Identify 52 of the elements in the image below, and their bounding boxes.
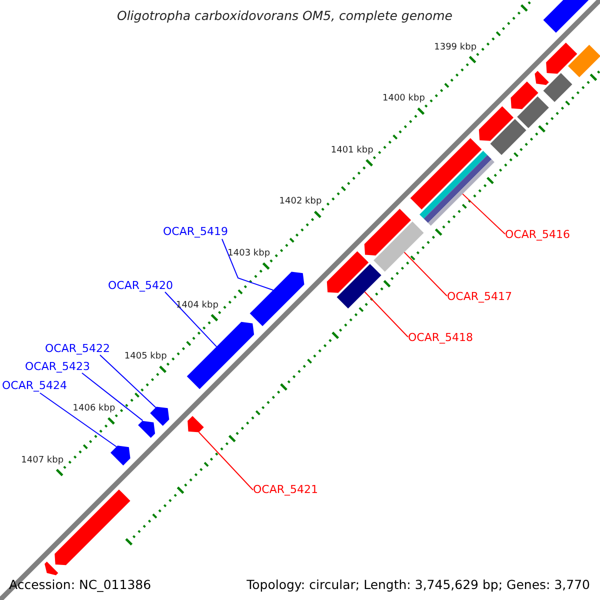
gene-block (490, 118, 526, 156)
leader-line (100, 354, 156, 408)
gene-block (188, 416, 204, 432)
gene-block (250, 272, 304, 326)
footer-text: Topology: circular; Length: 3,745,629 bp; Genes: 3,770 (246, 578, 590, 592)
gene-block (517, 96, 549, 128)
gene-label: OCAR_5416 (505, 229, 570, 242)
gene-block (186, 322, 254, 390)
gene-label: OCAR_5422 (45, 343, 110, 356)
gene-block (543, 73, 572, 102)
gene-block (110, 446, 130, 466)
gene-block (44, 562, 58, 576)
gene-block (150, 406, 170, 426)
gene-block (534, 70, 549, 86)
gene-label: OCAR_5420 (108, 280, 174, 293)
gene-block (374, 222, 424, 272)
title: Oligotropha carboxidovorans OM5, complete genome (117, 9, 452, 24)
footer-text: Accession: NC_011386 (9, 578, 152, 592)
leader-line (82, 372, 144, 422)
gene-block (336, 264, 382, 308)
gene-block (568, 44, 600, 78)
scale-label: 1403 kbp (228, 248, 270, 260)
gene-block (478, 106, 514, 141)
leader-line (198, 432, 254, 490)
scale-label: 1401 kbp (330, 145, 374, 156)
scale-label: 1406 kbp (72, 404, 116, 414)
scale-label: 1407 kbp (21, 455, 64, 466)
gene-label: OCAR_5419 (163, 226, 228, 239)
scale-label: 1404 kbp (176, 300, 218, 311)
gene-block (364, 208, 412, 256)
gene-block (410, 138, 482, 210)
gene-label: OCAR_5417 (447, 291, 512, 304)
leader-line (364, 291, 408, 338)
leader-line (462, 193, 506, 234)
scale-label: 1402 kbp (279, 197, 322, 208)
gene-block (54, 490, 130, 566)
scale-label: 1399 kbp (434, 42, 477, 53)
gene-block (138, 420, 156, 438)
leader-line (164, 292, 218, 348)
gene-block (510, 82, 538, 110)
scale-label: 1405 kbp (124, 352, 167, 362)
gene-label: OCAR_5423 (25, 361, 90, 374)
gene-label: OCAR_5421 (253, 484, 318, 497)
scale-label: 1400 kbp (382, 94, 425, 104)
gene-label: OCAR_5418 (408, 332, 474, 345)
gene-block (546, 42, 578, 74)
leader-line (404, 252, 448, 296)
gene-block (420, 150, 494, 226)
leader-line (40, 392, 117, 448)
gene-label: OCAR_5424 (2, 380, 68, 393)
leader-line (222, 238, 274, 291)
gene-block (326, 251, 369, 293)
